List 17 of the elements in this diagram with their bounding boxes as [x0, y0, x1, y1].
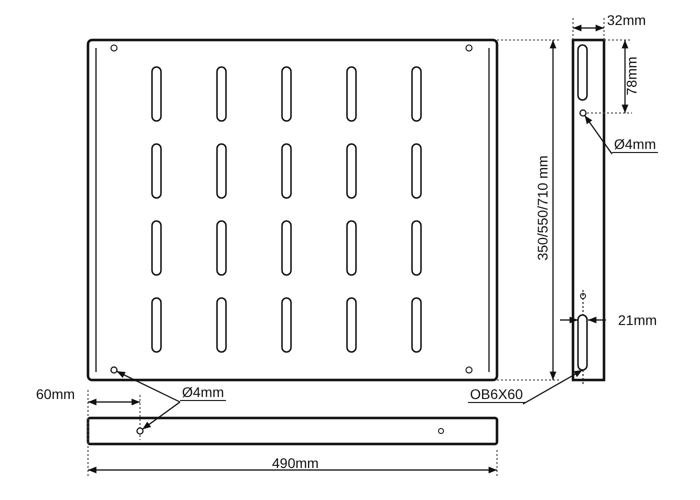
leader-line: [142, 402, 180, 430]
dimension-label: 490mm: [272, 455, 319, 471]
dimension-label: Ø4mm: [180, 384, 226, 401]
oblong-slot: [577, 314, 588, 371]
dimension-label: 21mm: [618, 312, 657, 328]
mounting-hole: [110, 366, 118, 374]
leader-line: [584, 115, 612, 154]
dimension-label: Ø4mm: [612, 136, 658, 153]
dimension-label: 350/550/710 mm: [534, 155, 551, 261]
leader-line: [522, 369, 583, 405]
dimension-label: 32mm: [607, 12, 646, 28]
mounting-hole: [136, 427, 144, 435]
mounting-hole: [579, 109, 587, 117]
leader-line: [116, 370, 180, 403]
dimension-label: 60mm: [36, 386, 75, 402]
dimension-label: OB6X60: [468, 386, 525, 403]
dimension-label: 78mm: [623, 56, 640, 96]
